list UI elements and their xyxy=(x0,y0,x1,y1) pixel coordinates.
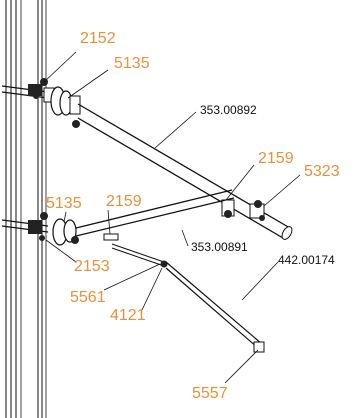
callout-5135-left: 5135 xyxy=(46,195,82,212)
leader-lines xyxy=(43,51,301,384)
callout-2152: 2152 xyxy=(80,30,116,47)
callout-442-00174: 442.00174 xyxy=(278,253,335,267)
callout-5135-top: 5135 xyxy=(114,55,150,72)
callout-353-00891: 353.00891 xyxy=(191,240,248,254)
callout-2153: 2153 xyxy=(74,258,110,275)
lower-tube xyxy=(75,189,235,241)
callout-2159-mid: 2159 xyxy=(106,193,142,210)
callout-5561: 5561 xyxy=(70,289,106,306)
callout-5323: 5323 xyxy=(304,163,340,180)
callout-2159-right: 2159 xyxy=(258,150,294,167)
upper-insulator xyxy=(50,86,81,128)
right-clamp-assembly xyxy=(221,199,265,221)
lower-clamp-assembly xyxy=(1,212,49,241)
vertical-mast xyxy=(5,0,47,418)
callout-353-00892: 353.00892 xyxy=(200,103,257,117)
callout-4121: 4121 xyxy=(110,307,146,324)
callout-5557: 5557 xyxy=(192,385,228,402)
lower-insulator xyxy=(52,218,79,246)
upper-clamp-assembly xyxy=(1,78,55,103)
dropper-wire xyxy=(111,243,265,353)
